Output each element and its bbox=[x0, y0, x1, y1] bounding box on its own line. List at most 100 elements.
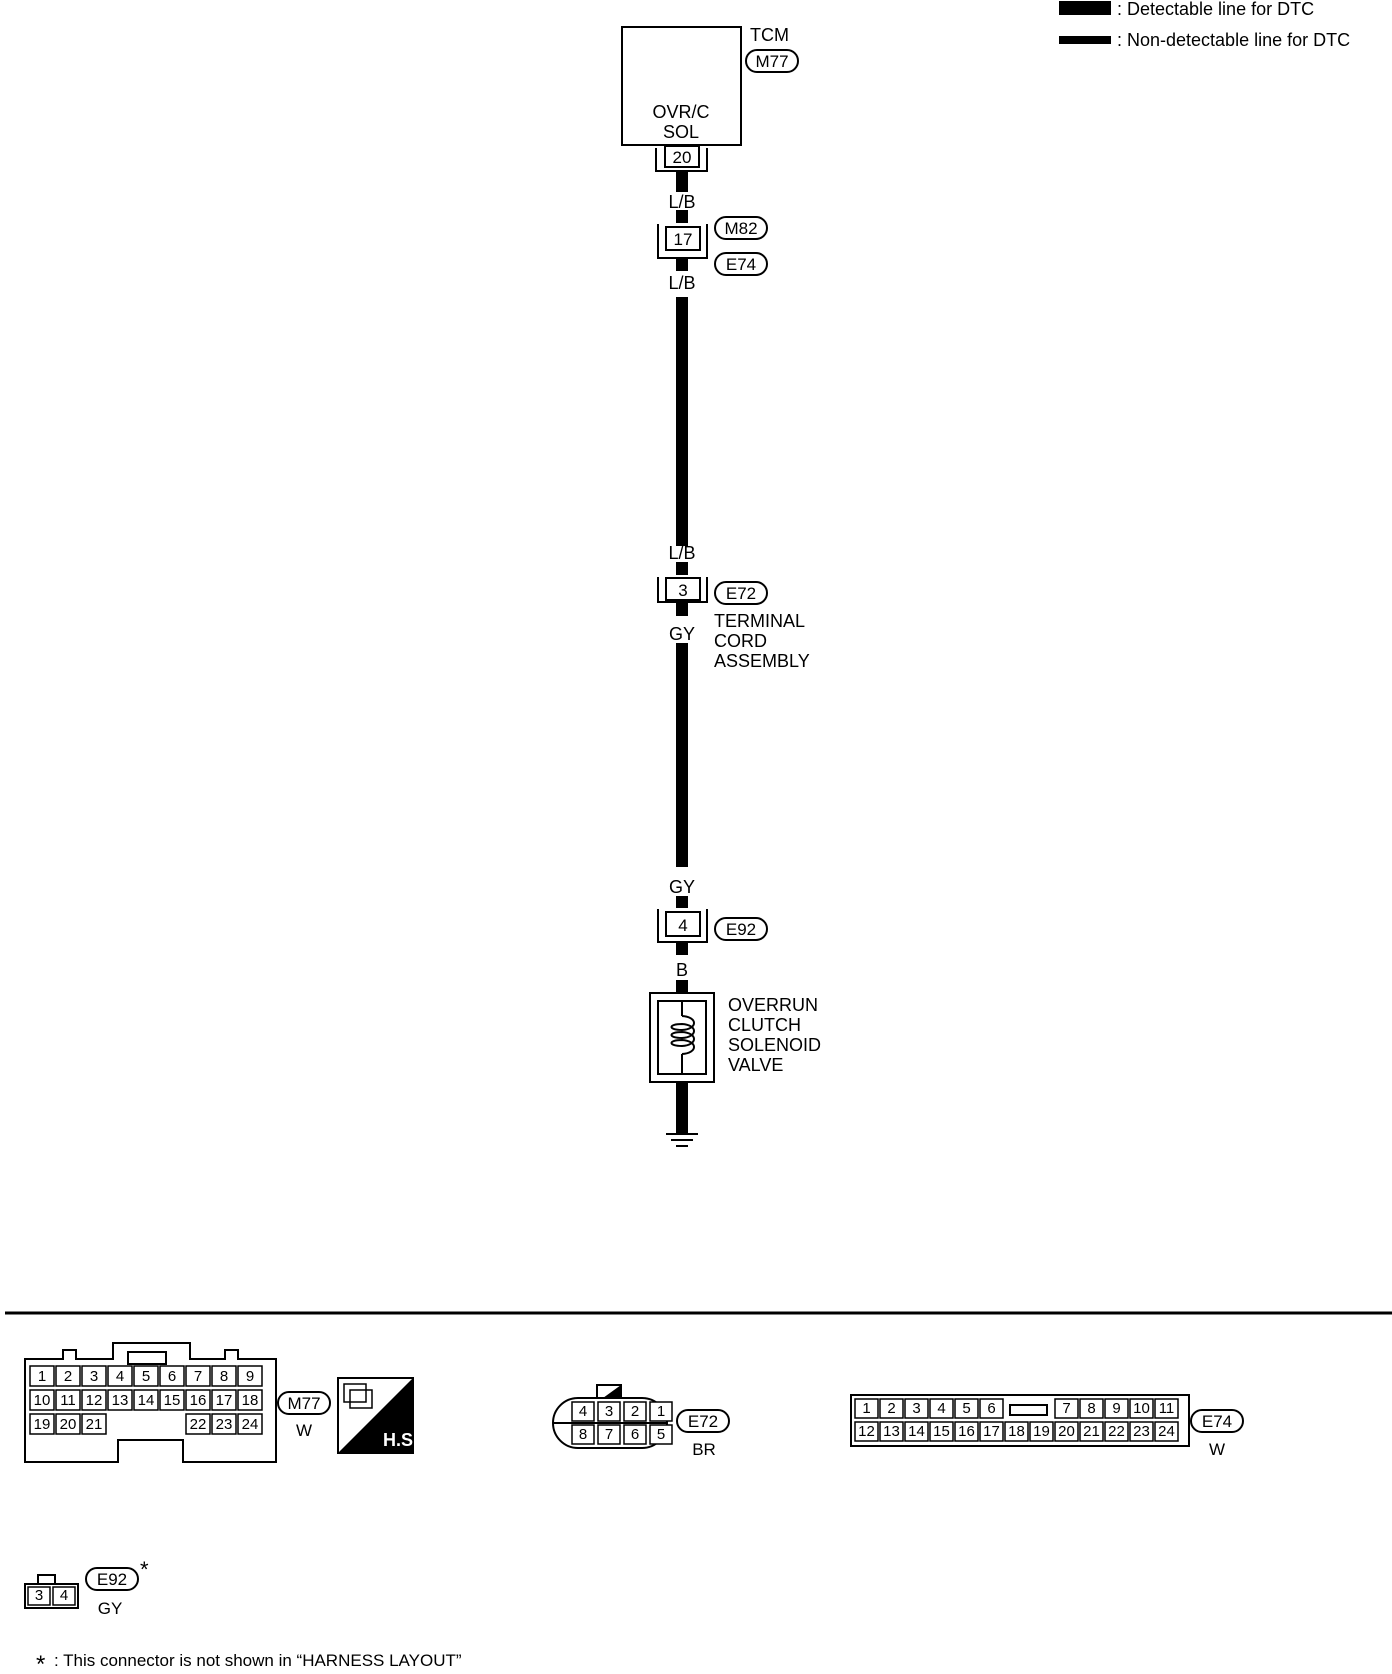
e92-terminal-box bbox=[665, 911, 701, 937]
pin-number: 16 bbox=[190, 1392, 207, 1409]
pin-cell bbox=[954, 1398, 979, 1419]
pin-number: 5 bbox=[962, 1400, 970, 1417]
e74-view-id: E74 bbox=[1202, 1412, 1232, 1431]
pin-cell bbox=[1079, 1398, 1104, 1419]
e72-connector-bracket bbox=[657, 577, 708, 603]
pin-number: 6 bbox=[168, 1368, 176, 1385]
pin-cell bbox=[237, 1413, 263, 1435]
pin-number: 21 bbox=[86, 1416, 103, 1433]
pin-cell bbox=[904, 1421, 929, 1442]
pin-cell bbox=[55, 1413, 81, 1435]
e92-inline-connector: 4 E92 bbox=[657, 909, 768, 943]
pin-number: 6 bbox=[987, 1400, 995, 1417]
pin-cell bbox=[1104, 1421, 1129, 1442]
pin-number: 15 bbox=[933, 1423, 950, 1440]
tcm-module: TCM M77 OVR/C SOL 20 bbox=[621, 25, 799, 172]
wire-segment bbox=[676, 562, 688, 575]
pin-number: 18 bbox=[1008, 1423, 1025, 1440]
terminal-cord-label-line2: CORD bbox=[714, 631, 767, 651]
m77-view-id: M77 bbox=[287, 1394, 320, 1413]
pin-cell bbox=[854, 1421, 879, 1442]
pin-cell bbox=[1104, 1398, 1129, 1419]
legend: : Detectable line for DTC : Non-detectab… bbox=[1059, 0, 1350, 50]
legend-detectable-label: : Detectable line for DTC bbox=[1117, 0, 1314, 19]
pin-number: 3 bbox=[912, 1400, 920, 1417]
pin-cell bbox=[185, 1413, 211, 1435]
terminal-cord-label-line1: TERMINAL bbox=[714, 611, 805, 631]
pin-cell bbox=[1129, 1421, 1154, 1442]
m82-connector-label: M82 bbox=[724, 219, 757, 238]
pin-cell bbox=[1079, 1421, 1104, 1442]
tcm-terminal-number: 20 bbox=[673, 148, 692, 167]
e74-connector-badge bbox=[714, 252, 768, 276]
harness-wires bbox=[676, 171, 688, 1134]
pin-number: 14 bbox=[908, 1423, 925, 1440]
pin-cell bbox=[107, 1365, 133, 1387]
wire-segment bbox=[676, 603, 688, 616]
pin-number: 3 bbox=[35, 1587, 43, 1604]
pin-cell bbox=[29, 1413, 55, 1435]
pin-number: 4 bbox=[116, 1368, 124, 1385]
hs-label: H.S. bbox=[383, 1430, 418, 1450]
pin-number: 3 bbox=[605, 1403, 613, 1420]
pin-number: 20 bbox=[60, 1416, 77, 1433]
joint-terminal-box bbox=[665, 226, 701, 251]
solenoid-label-line2: CLUTCH bbox=[728, 1015, 801, 1035]
wire-segment bbox=[676, 210, 688, 223]
pin-number: 4 bbox=[937, 1400, 945, 1417]
joint-connector-m82-e74: 17 M82 E74 bbox=[657, 216, 768, 276]
e92-color: GY bbox=[98, 1599, 123, 1618]
pin-cell bbox=[81, 1413, 107, 1435]
pin-number: 13 bbox=[112, 1392, 129, 1409]
pin-cell bbox=[623, 1401, 647, 1422]
pin-cell bbox=[81, 1365, 107, 1387]
pin-cell bbox=[159, 1389, 185, 1411]
wire-color-label: B bbox=[676, 960, 688, 980]
pin-number: 12 bbox=[858, 1423, 875, 1440]
wire-segment bbox=[676, 297, 688, 546]
pin-number: 22 bbox=[190, 1416, 207, 1433]
terminal-cord-assembly: 3 E72 TERMINAL CORD ASSEMBLY bbox=[657, 577, 810, 671]
e72-color: BR bbox=[692, 1440, 716, 1459]
pin-cell bbox=[211, 1389, 237, 1411]
pin-number: 22 bbox=[1108, 1423, 1125, 1440]
pin-number: 2 bbox=[631, 1403, 639, 1420]
joint-connector-bracket bbox=[657, 224, 708, 259]
wire-color-label: GY bbox=[669, 877, 695, 897]
pin-cell bbox=[929, 1398, 954, 1419]
pin-number: 7 bbox=[605, 1426, 613, 1443]
e92-connector-bracket bbox=[657, 909, 708, 943]
pin-number: 2 bbox=[64, 1368, 72, 1385]
pin-number: 7 bbox=[1062, 1400, 1070, 1417]
pin-cell bbox=[133, 1389, 159, 1411]
pin-cell bbox=[879, 1421, 904, 1442]
tcm-function-line1: OVR/C bbox=[652, 102, 709, 122]
e92-star: * bbox=[140, 1557, 149, 1582]
m77-color: W bbox=[296, 1421, 312, 1440]
pin-cell bbox=[55, 1389, 81, 1411]
pin-number: 4 bbox=[579, 1403, 587, 1420]
pin-number: 7 bbox=[194, 1368, 202, 1385]
pin-cell bbox=[879, 1398, 904, 1419]
e92-view-id: E92 bbox=[97, 1570, 127, 1589]
wire-segment bbox=[676, 258, 688, 271]
solenoid-label-line4: VALVE bbox=[728, 1055, 783, 1075]
pin-number: 1 bbox=[862, 1400, 870, 1417]
pin-number: 13 bbox=[883, 1423, 900, 1440]
pin-cell bbox=[237, 1389, 263, 1411]
solenoid-label-line3: SOLENOID bbox=[728, 1035, 821, 1055]
pin-cell bbox=[1054, 1398, 1079, 1419]
footnote-star: * bbox=[36, 1651, 45, 1674]
pin-cell bbox=[55, 1365, 81, 1387]
pin-number: 9 bbox=[246, 1368, 254, 1385]
pin-number: 24 bbox=[1158, 1423, 1175, 1440]
wire-segment bbox=[676, 943, 688, 955]
e72-connector-badge bbox=[714, 581, 768, 605]
e72-terminal-box bbox=[665, 577, 701, 601]
